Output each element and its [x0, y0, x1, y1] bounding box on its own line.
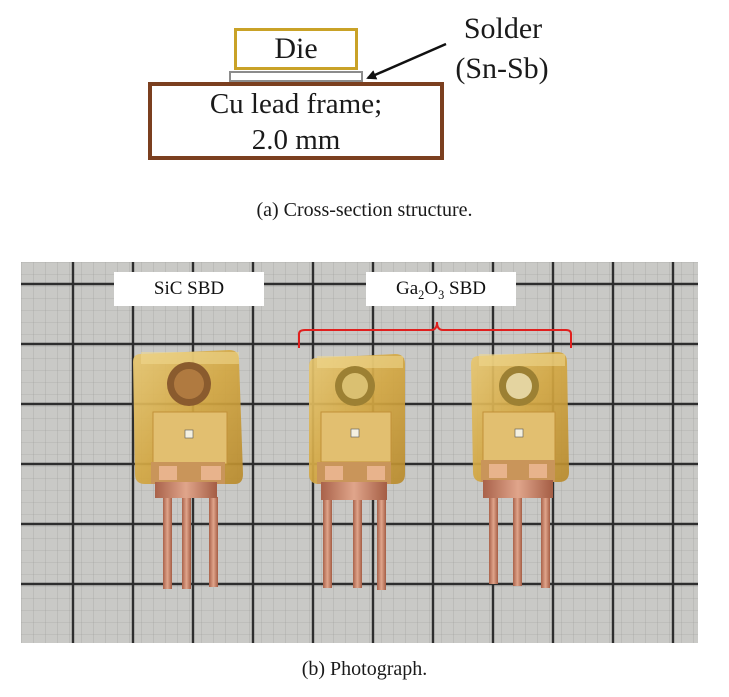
device-ga2o3-1 — [309, 354, 405, 590]
label-ga2o3-sbd: Ga2O3 SBD — [366, 272, 516, 306]
leadframe-box — [148, 82, 444, 160]
label-ga-sub2: 3 — [438, 287, 445, 302]
bracket — [298, 321, 572, 348]
label-ga-mid: O — [424, 278, 439, 299]
photo-illustration — [21, 262, 698, 643]
photograph: SiC SBD Ga2O3 SBD — [21, 262, 698, 643]
label-ga-prefix: Ga — [396, 278, 419, 299]
die-box — [234, 28, 358, 70]
solder-arrow — [366, 42, 447, 80]
solder-layer — [229, 71, 363, 82]
solder-label-line2: (Sn-Sb) — [455, 52, 549, 85]
device-ga2o3-2 — [471, 352, 569, 588]
caption-b: (b) Photograph. — [301, 658, 428, 680]
solder-label-line1: Solder — [463, 12, 543, 45]
die-label: Die — [274, 32, 318, 65]
leadframe-label-line1: Cu lead frame; — [209, 88, 383, 120]
label-ga-suffix: SBD — [444, 278, 486, 299]
label-sic-sbd: SiC SBD — [114, 272, 264, 306]
label-ga-sub1: 2 — [418, 287, 425, 302]
leadframe-label-line2: 2.0 mm — [251, 124, 341, 156]
device-sic — [133, 350, 243, 589]
arrow-line — [366, 42, 447, 80]
caption-a: (a) Cross-section structure. — [256, 199, 473, 221]
